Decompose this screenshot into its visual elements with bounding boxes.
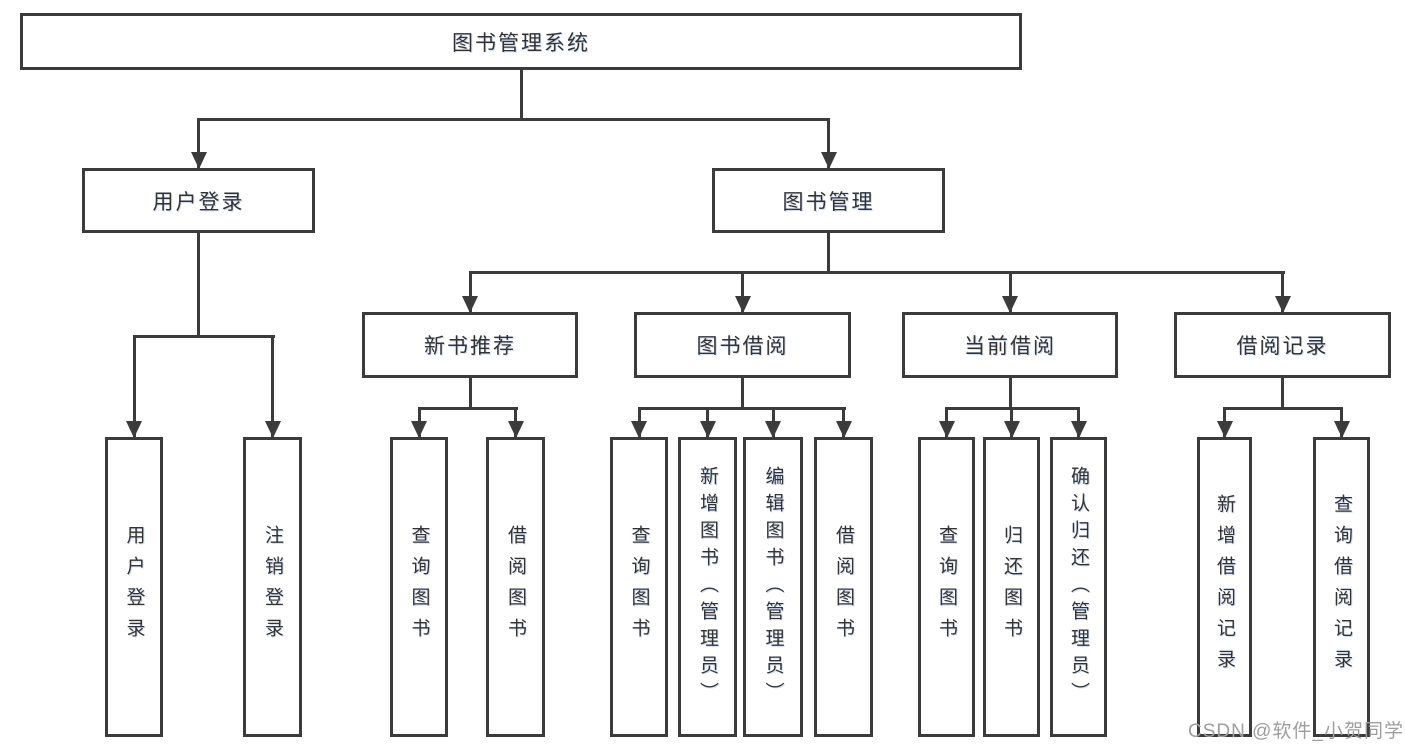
node-label: 新增借阅记录: [1214, 494, 1235, 680]
connector-branch: [133, 335, 275, 338]
node-label: 用户登录: [152, 190, 245, 214]
connector-branch: [1223, 407, 1343, 410]
node-user-login: 用户登录: [82, 168, 315, 233]
node-leaf-return-books: 归还图书: [983, 437, 1040, 737]
node-label: 注销登录: [262, 525, 283, 649]
node-label: 编辑图书（管理员）: [762, 465, 784, 709]
connector-stem: [741, 377, 744, 410]
node-book-borrow: 图书借阅: [634, 312, 851, 378]
arrow-down-icon: [1334, 421, 1350, 438]
node-label: 图书管理系统: [452, 31, 590, 55]
node-label: 借阅图书: [505, 525, 526, 649]
connector-drop: [133, 335, 136, 437]
node-leaf-add-borrow-record: 新增借阅记录: [1197, 437, 1252, 737]
arrow-down-icon: [508, 421, 524, 438]
connector-stem: [827, 232, 830, 274]
connector-branch: [418, 407, 518, 410]
node-label: 确认归还（管理员）: [1068, 465, 1089, 709]
csdn-watermark: CSDN @软件_小贺同学: [1188, 721, 1404, 742]
node-leaf-logout: 注销登录: [243, 437, 302, 737]
connector-drop: [1281, 271, 1284, 312]
node-root: 图书管理系统: [20, 13, 1022, 70]
arrow-down-icon: [462, 296, 478, 313]
node-borrow-records: 借阅记录: [1174, 312, 1391, 378]
arrow-down-icon: [1004, 421, 1020, 438]
arrow-down-icon: [765, 421, 781, 438]
arrow-down-icon: [411, 421, 427, 438]
node-label: 借阅图书: [833, 525, 854, 649]
node-label: 借阅记录: [1236, 335, 1329, 358]
arrow-down-icon: [265, 421, 281, 438]
connector-stem: [1009, 377, 1012, 410]
arrow-down-icon: [1275, 296, 1291, 313]
node-label: 查询图书: [936, 525, 957, 649]
node-book-mgmt: 图书管理: [712, 168, 945, 233]
node-label: 查询图书: [628, 525, 650, 649]
node-leaf-query-borrow-record: 查询借阅记录: [1313, 437, 1370, 737]
node-label: 查询图书: [408, 525, 430, 649]
node-leaf-add-books: 新增图书（管理员）: [678, 437, 737, 737]
arrow-down-icon: [700, 421, 716, 438]
connector-branch: [638, 407, 846, 410]
node-label: 查询借阅记录: [1331, 494, 1352, 680]
node-label: 当前借阅: [964, 335, 1056, 358]
node-leaf-borrow-books-2: 借阅图书: [814, 437, 873, 737]
node-label: 新增图书（管理员）: [697, 465, 718, 709]
node-label: 用户登录: [123, 525, 145, 649]
arrow-down-icon: [1071, 421, 1087, 438]
arrow-down-icon: [1002, 296, 1018, 313]
node-leaf-confirm-return: 确认归还（管理员）: [1050, 437, 1107, 737]
connector-stem: [520, 69, 523, 121]
arrow-down-icon: [939, 421, 955, 438]
connector-drop: [469, 271, 472, 312]
connector-branch: [197, 118, 830, 121]
node-label: 归还图书: [1001, 525, 1022, 649]
connector-branch: [469, 271, 1285, 274]
node-new-book-rec: 新书推荐: [362, 312, 578, 378]
connector-drop: [271, 335, 274, 437]
node-leaf-query-books-1: 查询图书: [390, 437, 448, 737]
node-leaf-query-books-2: 查询图书: [610, 437, 668, 737]
node-label: 新书推荐: [424, 335, 516, 358]
node-label: 图书管理: [782, 190, 875, 214]
node-label: 图书借阅: [696, 335, 789, 358]
arrow-down-icon: [735, 296, 751, 313]
arrow-down-icon: [836, 421, 852, 438]
node-current-borrow: 当前借阅: [902, 312, 1118, 378]
connector-drop: [827, 118, 830, 168]
arrow-down-icon: [631, 421, 647, 438]
arrow-down-icon: [126, 421, 142, 438]
node-leaf-user-login: 用户登录: [105, 437, 163, 737]
arrow-down-icon: [1217, 421, 1233, 438]
connector-drop: [741, 271, 744, 312]
arrow-down-icon: [821, 152, 837, 169]
node-leaf-edit-books: 编辑图书（管理员）: [743, 437, 803, 737]
arrow-down-icon: [191, 152, 207, 169]
connector-stem: [1281, 377, 1284, 410]
node-leaf-query-books-3: 查询图书: [918, 437, 975, 737]
node-leaf-borrow-books-1: 借阅图书: [486, 437, 545, 737]
connector-stem: [469, 377, 472, 410]
connector-stem: [197, 232, 200, 338]
connector-drop: [197, 118, 200, 168]
connector-drop: [1009, 271, 1012, 312]
